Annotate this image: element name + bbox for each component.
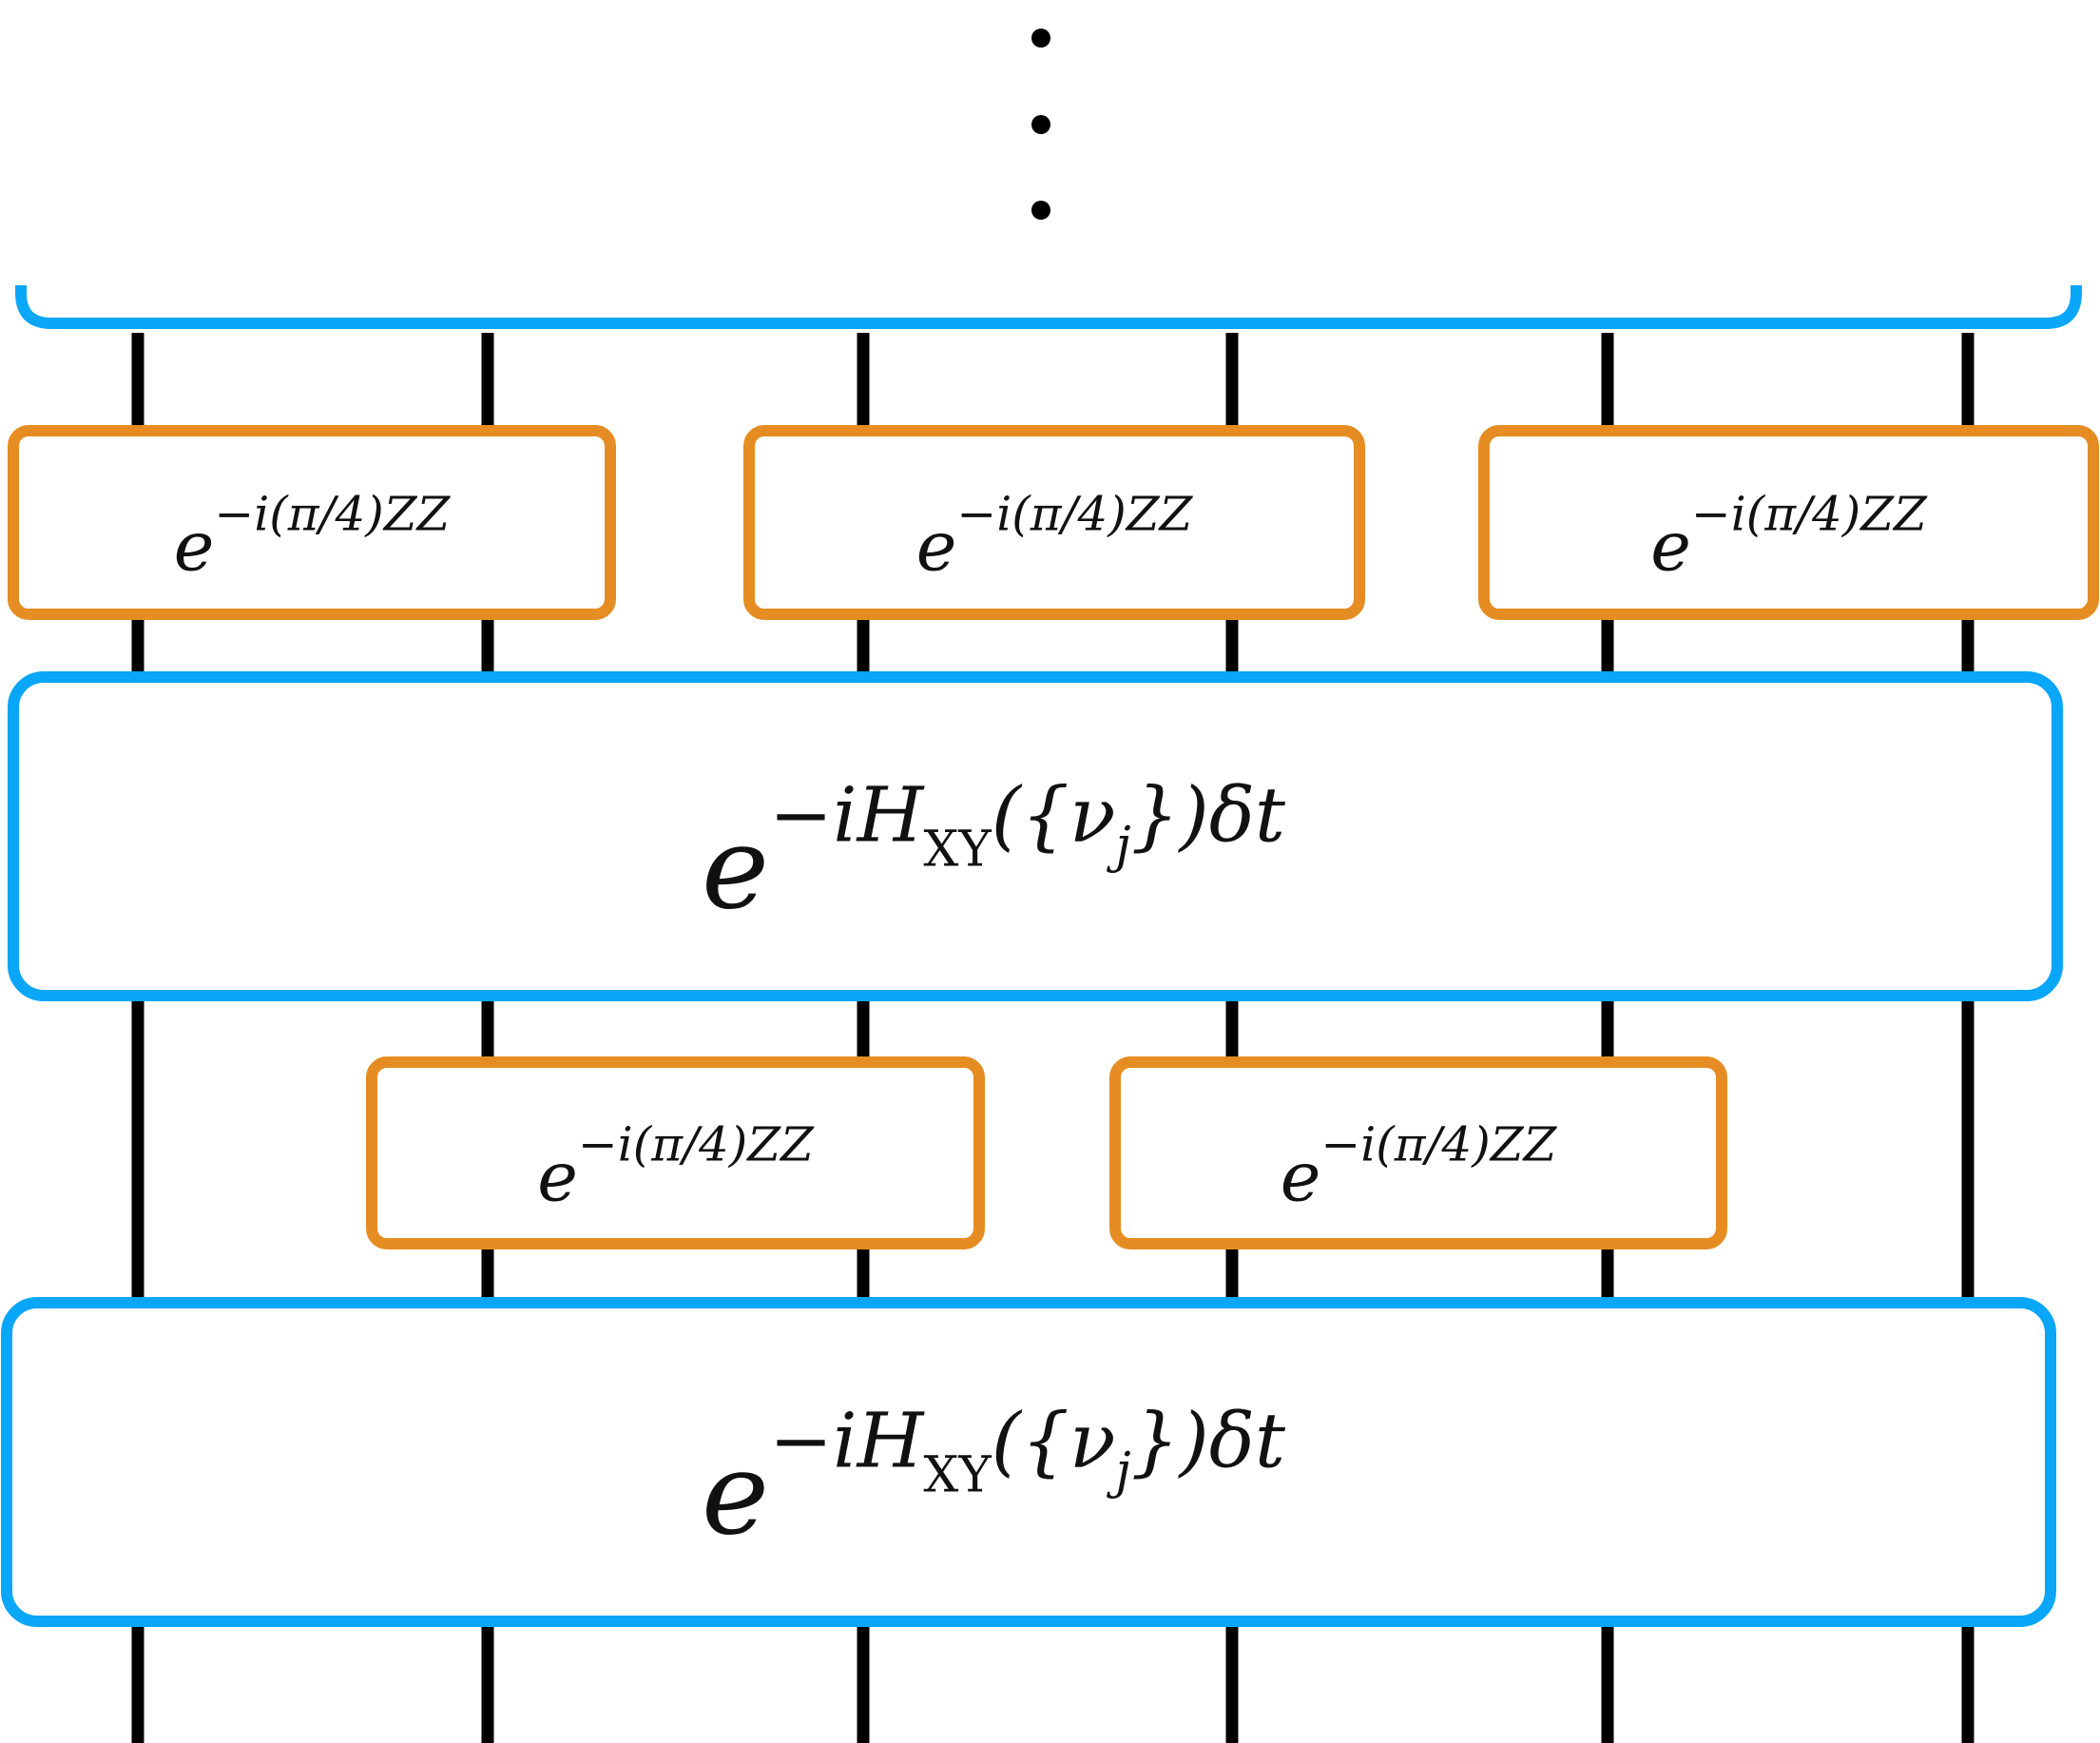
zz-gate-exponent: −i(π/4)ZZ xyxy=(1691,487,1928,542)
ellipsis-dot xyxy=(1031,201,1050,220)
ellipsis-dot xyxy=(1031,115,1050,134)
zz-gate-box xyxy=(8,425,616,620)
zz-gate-q2-q3: e−i(π/4)ZZ xyxy=(366,1056,985,1249)
xy-gate-exponent-subscript: XY xyxy=(923,1447,992,1504)
zz-gate-exponent: −i(π/4)ZZ xyxy=(1320,1117,1557,1172)
zz-gate-base: e xyxy=(174,507,215,587)
zz-gate-q5-q6: e−i(π/4)ZZ xyxy=(1478,425,2099,620)
zz-gate-base: e xyxy=(1650,507,1691,587)
zz-gate-base: e xyxy=(916,507,957,587)
zz-gate-label: e−i(π/4)ZZ xyxy=(1281,1117,1558,1217)
top-block-bottom-outline xyxy=(15,285,2082,329)
zz-gate-box xyxy=(1478,425,2099,620)
zz-gate-box xyxy=(366,1056,985,1249)
ellipsis-dot xyxy=(1031,29,1050,48)
zz-gate-exponent: −i(π/4)ZZ xyxy=(214,487,451,542)
xy-gate: e−iHXY({νj})δt xyxy=(8,671,2063,1001)
zz-gate-q4-q5: e−i(π/4)ZZ xyxy=(1109,1056,1727,1249)
zz-gate-label: e−i(π/4)ZZ xyxy=(1650,487,1928,587)
xy-gate: e−iHXY({νj})δt xyxy=(1,1297,2056,1627)
zz-gate-base: e xyxy=(537,1137,578,1217)
zz-gate-box xyxy=(743,425,1365,620)
zz-gate-label: e−i(π/4)ZZ xyxy=(916,487,1194,587)
xy-gate-exponent-subscript: XY xyxy=(923,822,992,879)
xy-gate-box xyxy=(8,671,2063,1001)
xy-gate-exponent-suffix: })δt xyxy=(1131,1397,1286,1485)
xy-gate-base: e xyxy=(702,1429,769,1561)
xy-gate-exponent-prefix: −iH xyxy=(769,771,926,860)
zz-gate-base: e xyxy=(1281,1137,1321,1217)
vertical-ellipsis xyxy=(1031,29,1050,220)
xy-layer-1: e−iHXY({νj})δt xyxy=(8,671,2063,1001)
xy-gate-exponent-arg-open: ({ν xyxy=(992,771,1116,860)
xy-gate-base: e xyxy=(702,804,769,936)
top-xy-gate-continuation: ⋮ xyxy=(15,29,2082,329)
zz-gate-exponent: −i(π/4)ZZ xyxy=(578,1117,815,1172)
zz-gate-q3-q4: e−i(π/4)ZZ xyxy=(743,425,1365,620)
zz-gate-label: e−i(π/4)ZZ xyxy=(174,487,452,587)
xy-gate-exponent-prefix: −iH xyxy=(769,1397,926,1485)
xy-gate-box xyxy=(1,1297,2056,1627)
zz-gate-exponent: −i(π/4)ZZ xyxy=(956,487,1193,542)
zz-gate-q1-q2: e−i(π/4)ZZ xyxy=(8,425,616,620)
xy-gate-label: e−iHXY({νj})δt xyxy=(702,771,1286,936)
xy-gate-exponent-suffix: })δt xyxy=(1131,771,1286,860)
zz-gate-box xyxy=(1109,1056,1727,1249)
xy-gate-label: e−iHXY({νj})δt xyxy=(702,1397,1286,1561)
xy-layer-2: e−iHXY({νj})δt xyxy=(1,1297,2056,1627)
zz-gate-label: e−i(π/4)ZZ xyxy=(537,1117,815,1217)
xy-gate-exponent-arg-open: ({ν xyxy=(992,1397,1116,1485)
